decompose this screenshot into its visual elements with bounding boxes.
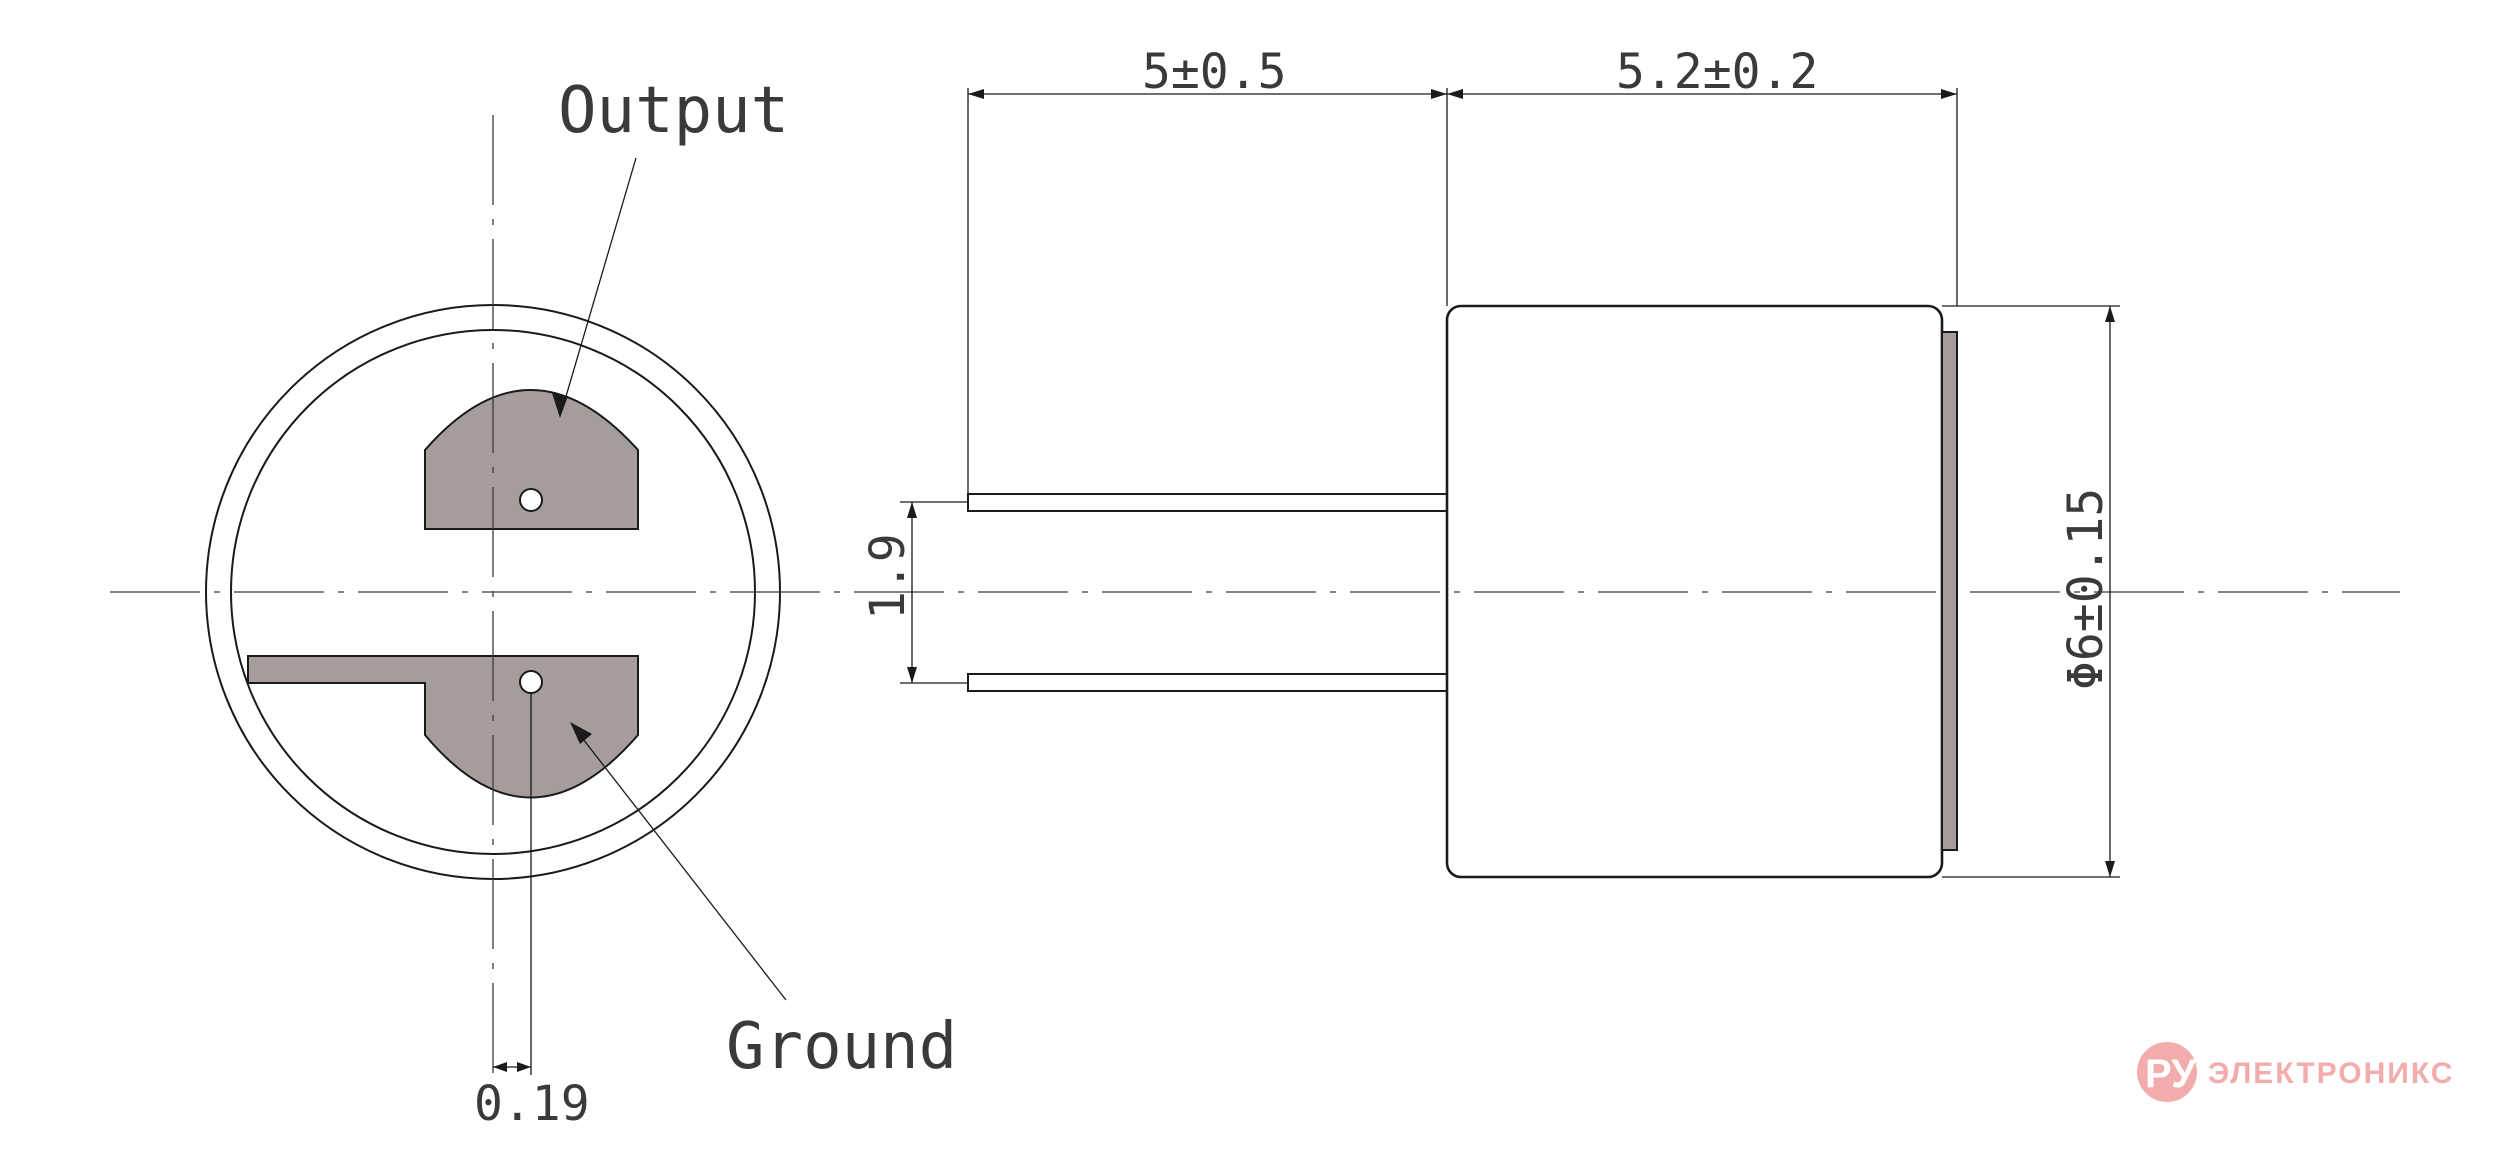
ground-leader-arrow [570,722,592,744]
pin-length-arrow-right [1431,89,1447,99]
ground-pin-hole [519,670,543,694]
output-label: Output [558,74,789,148]
body-length-dimension: 5.2±0.2 [1616,44,1818,100]
offset-dimension: 0.19 [474,1076,590,1132]
output-leader-arrow [552,393,568,418]
brand-name: ЭЛЕКТРОНИКС [2208,1057,2454,1090]
pin-length-arrow-left [968,89,984,99]
body-length-arrow-right [1941,89,1957,99]
output-pin [967,493,1448,512]
output-pin-hole [519,488,543,512]
output-pad [424,389,639,530]
offset-arrow-right [517,1062,531,1072]
pin-length-dimension: 5±0.5 [1142,44,1287,100]
pin-spacing-arrow-bottom [907,667,917,683]
body-length-arrow-left [1447,89,1463,99]
ground-pad [247,655,639,799]
diameter-dimension: Φ6±0.15 [2058,488,2114,690]
pin-spacing-dimension: 1.9 [860,533,916,620]
offset-arrow-left [493,1062,507,1072]
output-leader [561,157,637,411]
diameter-arrow-top [2105,306,2115,322]
side-view: 5±0.5 5.2±0.2 1.9 Φ6±0.15 [860,44,2120,879]
pin-spacing-arrow-top [907,502,917,518]
capsule-face [1941,331,1958,851]
diameter-arrow-bottom [2105,861,2115,877]
ground-pin [967,673,1448,692]
brand-badge-text: РУ [2145,1052,2197,1096]
ground-label: Ground [726,1010,957,1084]
ground-leader [575,729,787,1001]
brand-watermark: РУ ЭЛЕКТРОНИКС [2137,1042,2454,1102]
bottom-view: Output Ground 0.19 [205,74,957,1132]
brand-badge [2137,1042,2197,1102]
